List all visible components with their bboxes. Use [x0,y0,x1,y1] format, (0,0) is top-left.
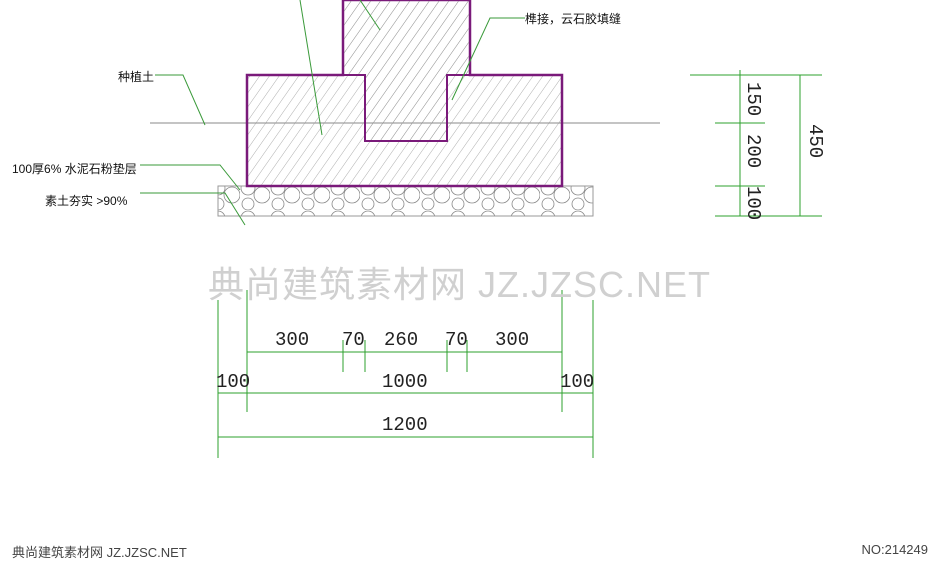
dim-1200: 1200 [382,414,428,436]
dim-100-left: 100 [216,371,251,393]
dim-70-left: 70 [342,329,365,351]
label-joint: 榫接，云石胶填缝 [525,12,622,26]
footer-number: NO:214249 [861,542,929,557]
dim-200: 200 [742,134,764,169]
dim-260: 260 [384,329,419,351]
dim-70-right: 70 [445,329,468,351]
footer-site: 典尚建筑素材网 JZ.JZSC.NET [12,545,187,560]
watermark: 典尚建筑素材网 JZ.JZSC.NET [208,264,711,305]
dim-100-right: 100 [560,371,595,393]
dim-150: 150 [742,82,764,117]
gravel-cushion [217,185,594,217]
label-planting-soil: 种植土 [118,70,155,84]
dimension-lines [217,70,822,458]
dim-300-right: 300 [495,329,530,351]
leaders [140,0,525,226]
label-compacted: 素土夯实 >90% [45,194,128,208]
dim-100: 100 [742,186,764,221]
dim-1000: 1000 [382,371,428,393]
dim-450: 450 [804,124,826,159]
label-cushion: 100厚6% 水泥石粉垫层 [12,162,137,176]
dim-300-left: 300 [275,329,310,351]
stone-post [342,0,471,142]
